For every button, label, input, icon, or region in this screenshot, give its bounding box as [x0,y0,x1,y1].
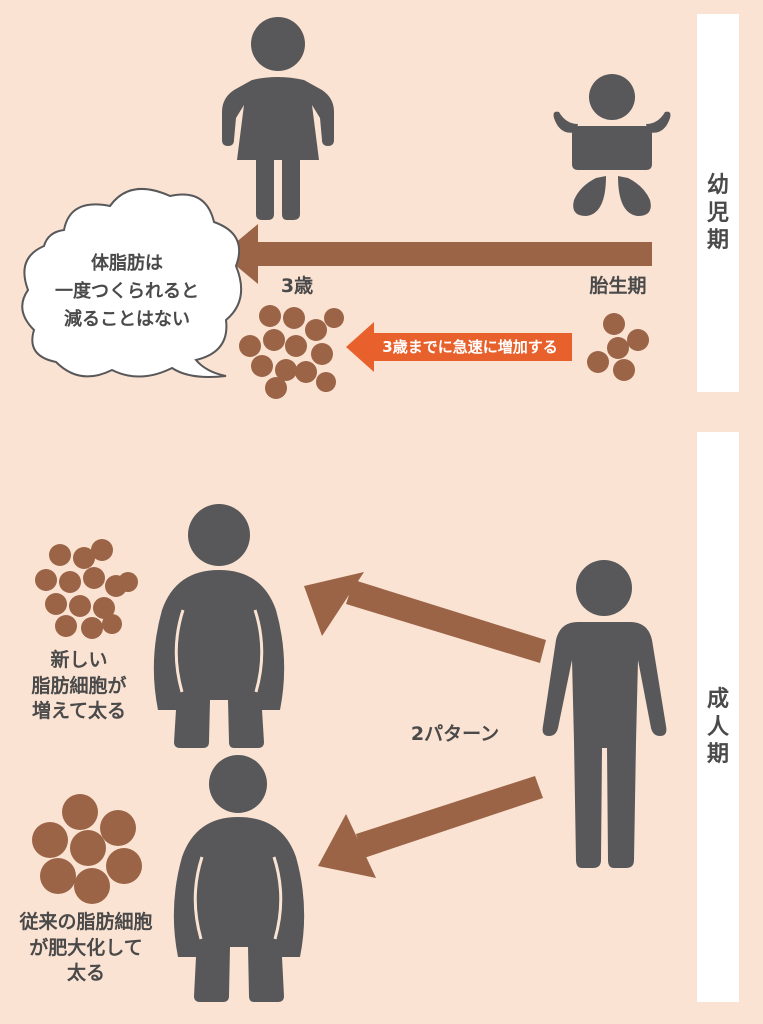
rapid-increase-label: 3歳までに急速に増加する [382,338,558,356]
speech-line-3: 減ることはない [64,308,190,330]
obese-figure-icon-1 [153,504,285,748]
adulthood-panel [697,432,739,1002]
age3-label: 3歳 [280,275,314,297]
two-patterns-label: 2パターン [410,723,500,745]
pattern2-label: 従来の脂肪細胞 が肥大化して 太る [19,911,153,985]
obese-figure-icon-2 [173,755,305,1002]
speech-line-2: 一度つくられると [55,280,199,302]
baby-icon [553,74,671,216]
arrow-to-pattern2 [318,776,543,878]
adult-figure-icon [542,560,667,868]
arrow-to-pattern1 [304,572,546,663]
pattern1-label: 新しい 脂肪細胞が 増えて太る [31,649,127,723]
speech-line-1: 体脂肪は [91,253,163,274]
fat-cell-cluster-pattern2 [32,794,142,904]
infancy-panel [697,14,739,392]
speech-bubble-text: 体脂肪は 一度つくられると 減ることはない [32,250,222,334]
rapid-increase-arrow [346,322,572,372]
infancy-label: 幼 児 期 [706,173,729,253]
fat-cell-cluster-age3 [239,305,344,399]
speech-bubble [21,188,243,378]
fat-cell-cluster-fetal [587,313,649,381]
woman-icon [222,17,334,220]
fetal-to-age3-arrow [222,224,652,284]
fetal-period-label: 胎生期 [589,275,647,297]
fat-cell-cluster-pattern1 [35,539,138,639]
adulthood-label: 成 人 期 [706,687,729,767]
